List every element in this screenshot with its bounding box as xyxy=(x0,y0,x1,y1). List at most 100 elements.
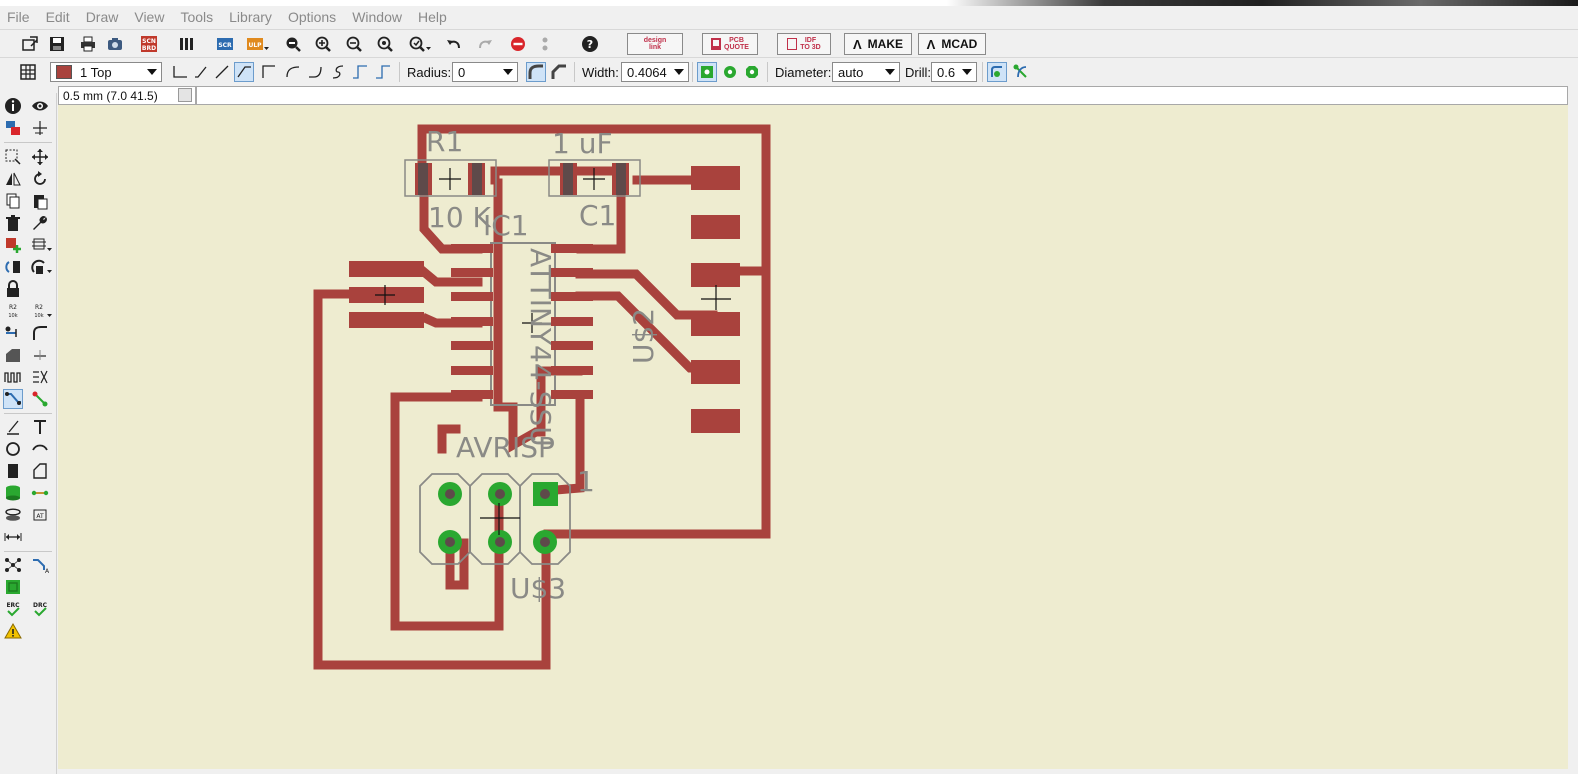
open-icon[interactable] xyxy=(20,34,40,54)
help-icon[interactable]: ? xyxy=(580,34,600,54)
wire-bend-arc-alt-icon[interactable] xyxy=(305,62,325,82)
ulp-button[interactable]: ULP xyxy=(245,34,271,54)
diameter-select[interactable]: auto xyxy=(832,62,900,82)
wire-bend-arc-icon[interactable] xyxy=(283,62,303,82)
via-icon[interactable] xyxy=(3,483,23,503)
menu-file[interactable]: File xyxy=(7,9,30,25)
wire-icon[interactable] xyxy=(3,417,23,437)
info-icon[interactable] xyxy=(3,96,23,116)
stop-icon[interactable] xyxy=(508,34,528,54)
via-stay-icon[interactable] xyxy=(987,62,1007,82)
optimize-icon[interactable] xyxy=(3,345,23,365)
horizontal-scrollbar[interactable] xyxy=(58,769,1568,774)
copy-icon[interactable] xyxy=(3,191,23,211)
eye-icon[interactable] xyxy=(30,96,50,116)
pcb-drawing[interactable]: R1 10 K 1 uF C1 IC1 ATTINY44-SSU U$2 AVR… xyxy=(58,105,1568,769)
via-square-icon[interactable] xyxy=(697,62,717,82)
print-icon[interactable] xyxy=(78,34,98,54)
split-icon[interactable] xyxy=(3,323,23,343)
radius-select[interactable]: 0 xyxy=(452,62,518,82)
menu-library[interactable]: Library xyxy=(229,9,272,25)
layer-settings-icon[interactable] xyxy=(177,34,197,54)
drc-icon[interactable]: DRC xyxy=(30,599,50,619)
polygon-icon[interactable] xyxy=(30,461,50,481)
camera-icon[interactable] xyxy=(105,34,125,54)
arc-icon[interactable] xyxy=(30,439,50,459)
via-octagon-icon[interactable] xyxy=(742,62,762,82)
polygon-pour-icon[interactable] xyxy=(3,577,23,597)
wire-bend-45-alt-icon[interactable] xyxy=(234,62,254,82)
redo-icon[interactable] xyxy=(475,34,495,54)
via-follow-icon[interactable] xyxy=(1011,62,1031,82)
go-icon[interactable] xyxy=(535,34,555,54)
miter-icon[interactable] xyxy=(30,323,50,343)
resistor-r1[interactable] xyxy=(404,159,497,197)
menu-draw[interactable]: Draw xyxy=(85,9,119,25)
hole-icon[interactable] xyxy=(3,505,23,525)
undo-icon[interactable] xyxy=(444,34,464,54)
meander-icon[interactable] xyxy=(3,367,23,387)
signal-icon[interactable] xyxy=(30,483,50,503)
move-icon[interactable] xyxy=(30,147,50,167)
dimension-icon[interactable] xyxy=(3,527,23,547)
zoom-out-icon[interactable] xyxy=(344,34,364,54)
menu-edit[interactable]: Edit xyxy=(45,9,70,25)
coordinate-menu-button[interactable] xyxy=(178,88,192,102)
smash-icon[interactable] xyxy=(30,257,54,277)
zoom-fit-icon[interactable] xyxy=(283,34,303,54)
zoom-select-icon[interactable] xyxy=(407,34,433,54)
drill-select[interactable]: 0.6 xyxy=(931,62,977,82)
avrisp-header[interactable] xyxy=(419,473,571,565)
rectangle-icon[interactable] xyxy=(3,461,23,481)
erc-icon[interactable]: ERC xyxy=(3,599,23,619)
mark-icon[interactable] xyxy=(30,118,50,138)
attribute-icon[interactable]: AT xyxy=(30,505,50,525)
wire-bend-45-icon[interactable] xyxy=(191,62,211,82)
wrench-icon[interactable] xyxy=(30,213,50,233)
menu-tools[interactable]: Tools xyxy=(180,9,214,25)
menu-view[interactable]: View xyxy=(134,9,165,25)
board-canvas[interactable]: R1 10 K 1 uF C1 IC1 ATTINY44-SSU U$2 AVR… xyxy=(58,105,1568,769)
wire-bend-90-icon[interactable] xyxy=(170,62,190,82)
vertical-scrollbar[interactable] xyxy=(1568,105,1578,774)
replace-part-icon[interactable] xyxy=(30,235,54,255)
wire-bend-step-alt-icon[interactable] xyxy=(373,62,393,82)
miter-round-icon[interactable] xyxy=(526,62,546,82)
menu-help[interactable]: Help xyxy=(417,9,447,25)
autorouter-icon[interactable]: A xyxy=(30,555,50,575)
save-icon[interactable] xyxy=(47,34,67,54)
paste-icon[interactable] xyxy=(30,191,50,211)
layer-icon[interactable] xyxy=(3,118,23,138)
swap-icon[interactable] xyxy=(3,257,23,277)
slice-icon[interactable] xyxy=(30,345,50,365)
ripup-icon[interactable] xyxy=(30,367,50,387)
menu-options[interactable]: Options xyxy=(287,9,337,25)
command-input[interactable] xyxy=(196,86,1568,105)
delete-icon[interactable] xyxy=(3,213,23,233)
ratsnest-icon[interactable] xyxy=(3,555,23,575)
wire-bend-straight-icon[interactable] xyxy=(212,62,232,82)
layer-select[interactable]: 1 Top xyxy=(50,62,162,82)
wire-bend-90-alt-icon[interactable] xyxy=(259,62,279,82)
lock-icon[interactable] xyxy=(3,279,23,299)
miter-straight-icon[interactable] xyxy=(549,62,569,82)
zoom-redraw-icon[interactable] xyxy=(375,34,395,54)
text-icon[interactable] xyxy=(30,417,50,437)
width-select[interactable]: 0.4064 xyxy=(621,62,689,82)
circle-icon[interactable] xyxy=(3,439,23,459)
mirror-icon[interactable] xyxy=(3,169,23,189)
via-round-icon[interactable] xyxy=(720,62,740,82)
capacitor-c1[interactable] xyxy=(548,159,641,197)
resonator-pads[interactable] xyxy=(349,261,424,328)
ic-attiny44[interactable] xyxy=(451,242,593,406)
warning-icon[interactable] xyxy=(3,621,23,641)
header-us2[interactable] xyxy=(691,166,740,433)
